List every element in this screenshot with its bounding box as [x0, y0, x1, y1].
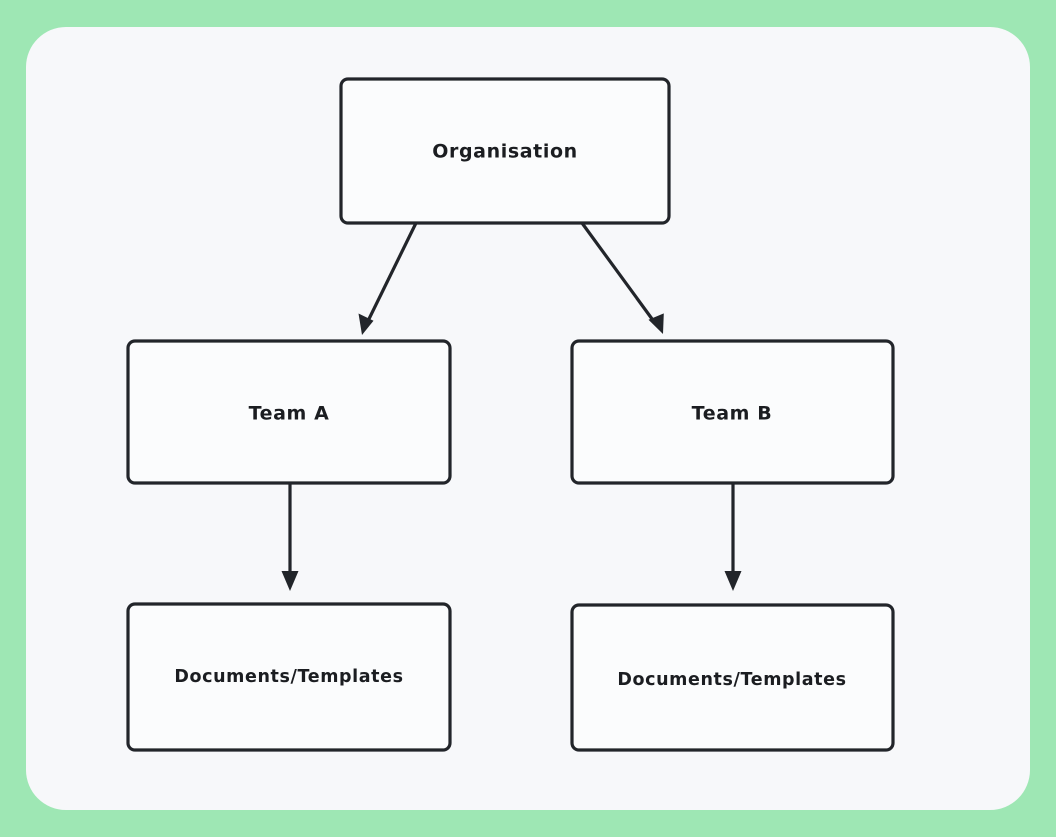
node-documents-templates-a[interactable]: Documents/Templates [126, 602, 452, 752]
node-team-b[interactable]: Team B [570, 339, 895, 485]
node-organisation[interactable]: Organisation [339, 77, 671, 225]
org-structure-diagram: Organisation Team A Team B Documents/Tem… [126, 77, 895, 752]
node-team-a[interactable]: Team A [126, 339, 452, 485]
diagram-canvas: Organisation Team A Team B Documents/Tem… [26, 27, 1030, 810]
edge-organisation-to-team-b [580, 222, 664, 334]
node-documents-templates-a-box [126, 602, 452, 752]
edge-team-a-to-documents [281, 483, 299, 591]
node-team-a-box [126, 339, 452, 485]
node-organisation-box [339, 77, 671, 225]
node-organisation-label: Organisation [432, 141, 578, 163]
node-team-b-box [570, 339, 895, 485]
edge-organisation-to-team-a [358, 222, 418, 335]
node-documents-templates-b-label: Documents/Templates [617, 670, 846, 690]
node-documents-templates-a-label: Documents/Templates [174, 667, 403, 687]
node-team-a-label: Team A [249, 403, 330, 425]
node-team-b-label: Team B [692, 403, 773, 425]
node-documents-templates-b[interactable]: Documents/Templates [570, 603, 895, 752]
node-documents-templates-b-box [570, 603, 895, 752]
edge-team-b-to-documents [724, 483, 742, 591]
